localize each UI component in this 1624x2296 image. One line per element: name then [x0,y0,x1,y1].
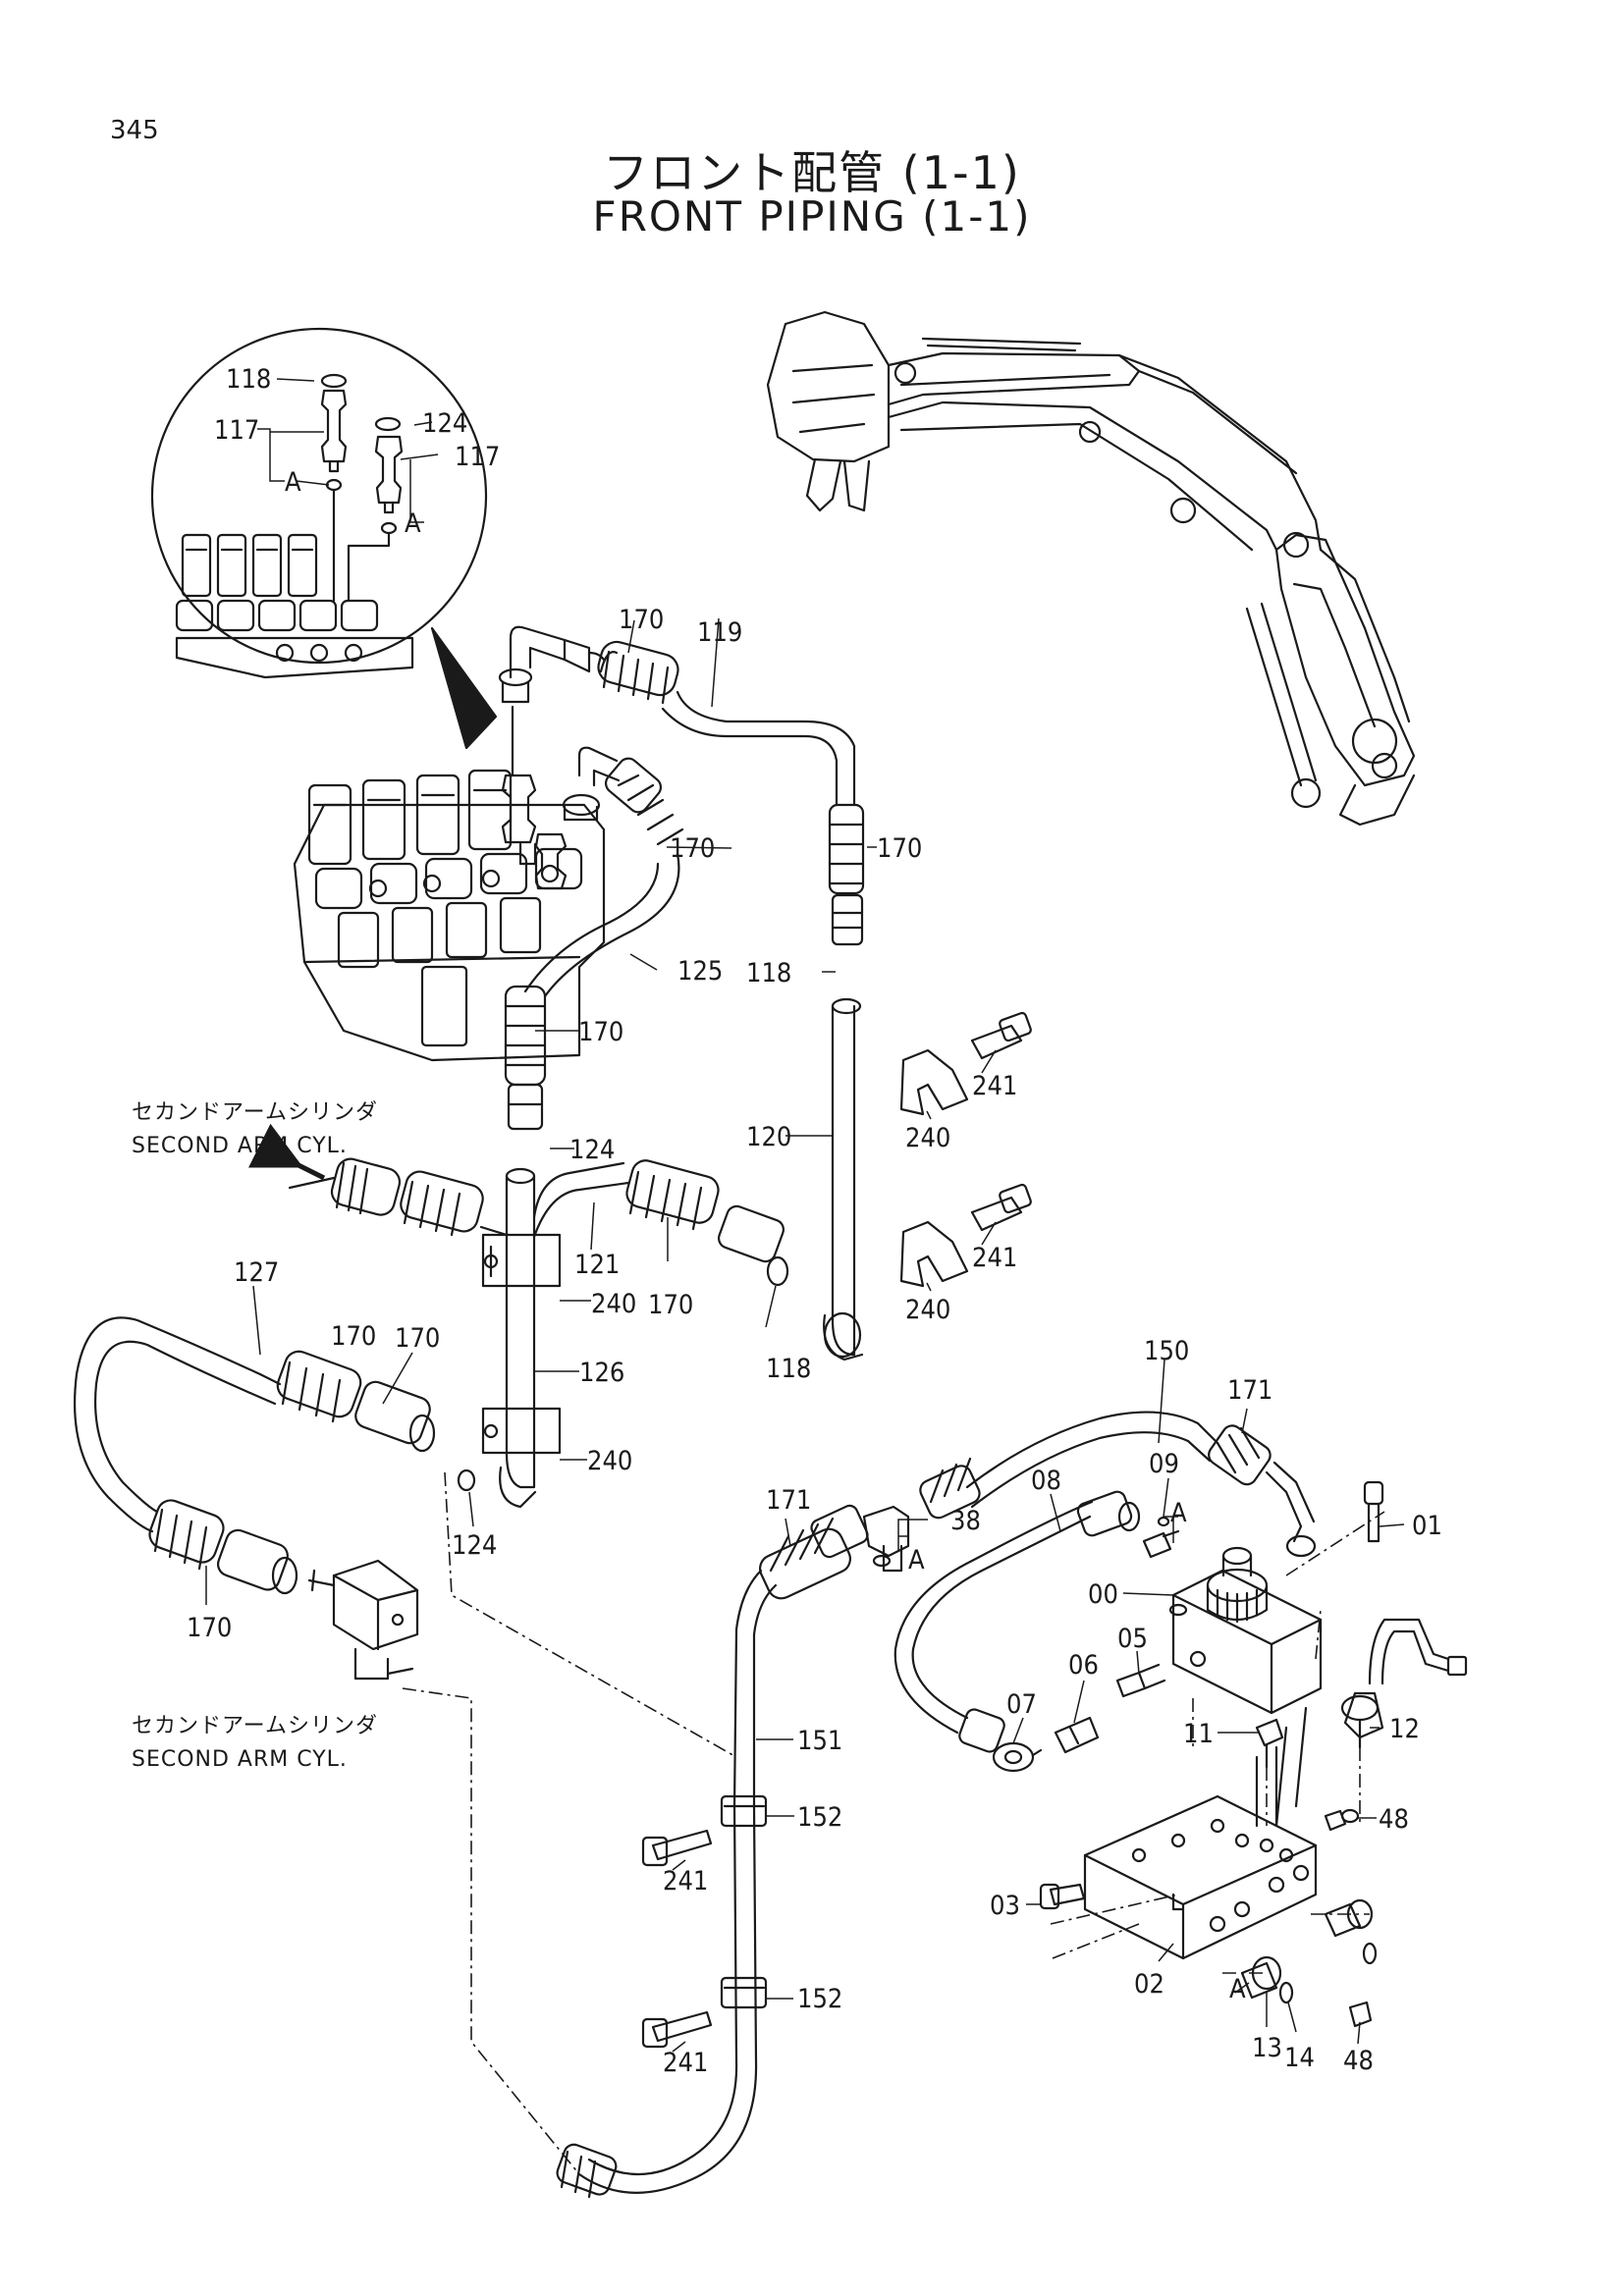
callout-171-a: 171 [1227,1375,1272,1406]
callout-124-a: 124 [422,408,467,439]
callout-240-c: 240 [591,1289,636,1319]
callout-117-b: 117 [455,442,500,472]
callout-118-b: 118 [746,958,791,988]
callout-07: 07 [1006,1689,1037,1720]
note-lower-jp: セカンドアームシリンダ [132,1714,379,1738]
callout-171-b: 171 [766,1485,811,1516]
callout-170-b: 170 [670,833,715,864]
callout-05: 05 [1117,1624,1148,1654]
hose-08 [893,1490,1141,1753]
callout-120: 120 [746,1122,791,1152]
callout-170-g: 170 [331,1321,376,1352]
callout-170-e: 170 [395,1323,440,1354]
elbow-38 [862,1505,910,1573]
callout-numbers: 118 117 124 117 A A 170 119 170 170 125 … [187,364,1442,2078]
note-lower-en: SECOND ARM CYL. [132,1747,348,1772]
callout-170-h: 170 [187,1613,232,1643]
callout-48-b: 48 [1343,2046,1374,2076]
callout-151: 151 [797,1726,842,1756]
front-attachment-illustration [766,310,1416,827]
callout-a-4: A [908,1545,925,1575]
leader-lines [205,378,1405,2053]
control-valve [293,769,606,1062]
pipe-126 [457,1167,562,1509]
callout-14: 14 [1284,2043,1315,2073]
callout-121: 121 [574,1250,620,1280]
callout-150: 150 [1144,1336,1189,1366]
detail-view-circle [150,327,498,750]
callout-08: 08 [1031,1466,1061,1496]
callout-117-a: 117 [214,415,259,446]
callout-a-1: A [285,467,301,498]
callout-124-c: 124 [452,1530,497,1561]
callout-240-b: 240 [905,1295,950,1325]
base-block-02 [1083,1706,1318,1960]
callout-241-a: 241 [972,1071,1017,1101]
callout-170-c: 170 [877,833,922,864]
hose-119 [498,625,865,946]
callout-12: 12 [1389,1714,1420,1744]
callout-01: 01 [1412,1511,1442,1541]
clamp-set-upper [899,1011,1032,1288]
callout-170-a: 170 [619,605,664,635]
fittings-05-06-07 [992,1663,1166,1773]
title-japanese: フロント配管 (1-1) [603,146,1021,199]
callout-a-3: A [1170,1498,1187,1528]
second-arm-valve [307,1559,419,1681]
callout-241-b: 241 [972,1243,1017,1273]
valve-block-00 [1168,1546,1323,1715]
pipe-120 [823,997,864,1362]
callout-241-d: 241 [663,2048,708,2078]
callout-118-c: 118 [766,1354,811,1384]
callout-152-a: 152 [797,1802,842,1833]
page-number: 345 [110,116,159,145]
bolts-241 [641,1829,713,2049]
callout-170-d: 170 [578,1017,623,1047]
callout-119: 119 [697,617,742,648]
note-upper-jp: セカンドアームシリンダ [132,1100,379,1125]
valve-fittings [501,705,601,890]
title-english: FRONT PIPING (1-1) [592,192,1032,240]
callout-118-a: 118 [226,364,271,395]
callout-03: 03 [990,1891,1020,1921]
callout-241-c: 241 [663,1866,708,1896]
callout-240-a: 240 [905,1123,950,1153]
callout-152-b: 152 [797,1984,842,2014]
callout-13: 13 [1252,2033,1282,2063]
callout-a-5: A [1229,1974,1246,2004]
callout-125: 125 [677,956,723,987]
callout-09: 09 [1149,1449,1179,1479]
callout-02: 02 [1134,1969,1164,2000]
note-upper: セカンドアームシリンダ SECOND ARM CYL. [132,1096,378,1163]
fittings-01-09-11-12 [1142,1480,1468,1769]
callout-06: 06 [1068,1650,1099,1681]
note-lower: セカンドアームシリンダ SECOND ARM CYL. [132,1710,378,1777]
hose-121 [288,1157,789,1287]
hose-150 [919,1411,1317,1558]
callout-48-a: 48 [1379,1804,1409,1835]
hose-151 [556,1504,869,2199]
hose-127 [74,1316,436,1595]
callout-170-f: 170 [648,1290,693,1320]
callout-126: 126 [579,1358,624,1388]
callout-38: 38 [950,1506,981,1536]
callout-124-b: 124 [569,1135,615,1165]
note-upper-en: SECOND ARM CYL. [132,1134,348,1158]
fittings-03-13-14-48 [1039,1808,1378,2028]
callout-11: 11 [1183,1719,1214,1749]
callout-00: 00 [1088,1579,1118,1610]
callout-a-2: A [405,508,421,539]
hose-125 [504,746,684,1131]
dashed-connection-lines [402,707,1385,2175]
callout-240-d: 240 [587,1446,632,1476]
direction-arrow-icon [248,1123,326,1181]
callout-127: 127 [234,1257,279,1288]
